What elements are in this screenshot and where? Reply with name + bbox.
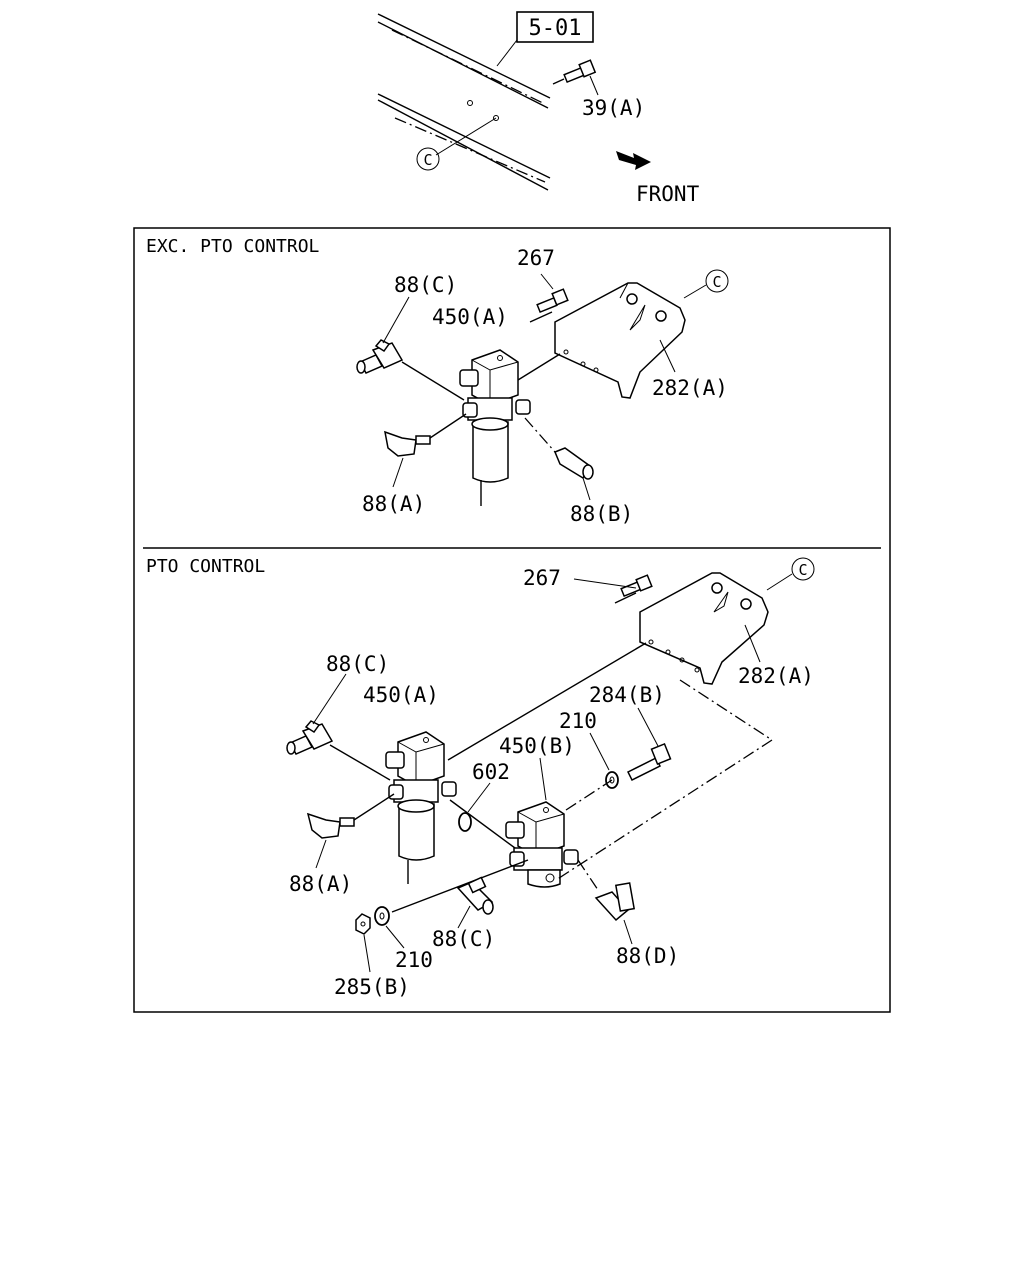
callout-c-top: C [416, 147, 440, 171]
label-39a: 39(A) [582, 96, 645, 120]
section-title-exc-pto: EXC. PTO CONTROL [146, 236, 320, 257]
label-285b: 285(B) [334, 975, 410, 999]
fitting-88c-pto-icon [286, 720, 334, 755]
bolt-39a-icon [552, 59, 597, 85]
label-450a: 450(A) [432, 305, 508, 329]
label-267-pto: 267 [523, 566, 561, 590]
label-602: 602 [472, 760, 510, 784]
bolt-267-icon [529, 288, 569, 323]
label-88b: 88(B) [570, 502, 633, 526]
label-284b: 284(B) [589, 683, 665, 707]
sections-frame [133, 227, 891, 1013]
ref-box-label: 5-01 [529, 16, 582, 41]
bracket-282a-pto [639, 572, 769, 685]
label-210-bottom: 210 [395, 948, 433, 972]
bolt-284b-icon [626, 742, 672, 782]
label-88a-pto: 88(A) [289, 872, 352, 896]
front-arrow-icon [616, 151, 651, 170]
o-ring-602-icon [458, 812, 472, 832]
washer-210-top-icon [605, 771, 619, 789]
ref-box-5-01[interactable]: 5-01 [516, 11, 594, 43]
label-88a: 88(A) [362, 492, 425, 516]
label-282a: 282(A) [652, 376, 728, 400]
label-450a-pto: 450(A) [363, 683, 439, 707]
solenoid-valve-450a [459, 349, 531, 506]
bracket-282a [554, 282, 686, 399]
fitting-88c-icon [356, 339, 404, 374]
svg-text:C: C [798, 561, 807, 579]
label-88c: 88(C) [394, 273, 457, 297]
callout-c-section1: C [683, 269, 729, 299]
fitting-88c-bottom-icon [456, 876, 494, 915]
frame-rail-view [377, 13, 551, 191]
svg-text:C: C [712, 273, 721, 291]
label-88d: 88(D) [616, 944, 679, 968]
svg-text:C: C [423, 151, 432, 169]
solenoid-valve-450a-pto [385, 731, 457, 884]
front-label: FRONT [636, 182, 700, 206]
solenoid-valve-450b [505, 801, 579, 888]
label-88c-bottom: 88(C) [432, 927, 495, 951]
bolt-267-pto-icon [614, 574, 653, 604]
fitting-88a-icon [384, 413, 467, 457]
fitting-88d-icon [594, 882, 636, 922]
fitting-88b-icon [554, 447, 594, 480]
label-450b: 450(B) [499, 734, 575, 758]
fitting-88a-pto-icon [306, 793, 395, 839]
label-282a-pto: 282(A) [738, 664, 814, 688]
section-title-pto: PTO CONTROL [146, 556, 265, 577]
callout-c-section2: C [766, 557, 815, 591]
nut-285b-icon [355, 913, 371, 935]
label-210-top: 210 [559, 709, 597, 733]
label-267: 267 [517, 246, 555, 270]
washer-210-bottom-icon [374, 906, 390, 926]
label-88c-top: 88(C) [326, 652, 389, 676]
